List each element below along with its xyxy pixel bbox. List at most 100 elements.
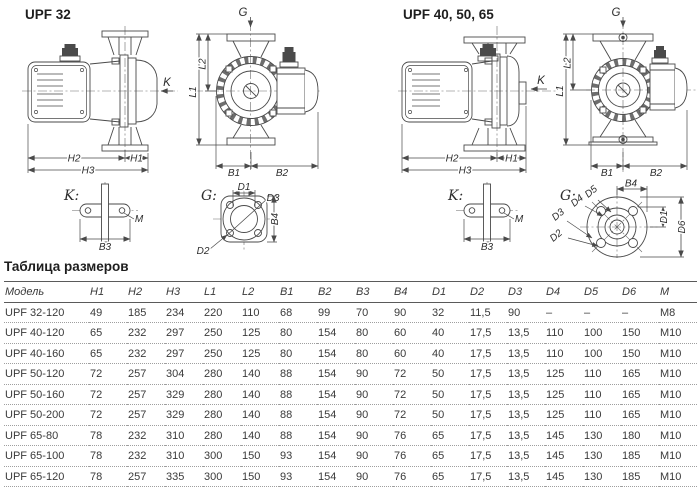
- value-cell: 88: [279, 363, 317, 385]
- value-cell: M10: [659, 404, 697, 426]
- value-cell: 13,5: [507, 404, 545, 426]
- value-cell: –: [583, 302, 621, 323]
- upf40-detail-g: G: B4 D1 D6 D5 D4: [546, 177, 690, 258]
- motor-frame: [471, 57, 493, 126]
- terminal-box: [276, 47, 319, 115]
- value-cell: 232: [127, 343, 165, 364]
- k-direction-arrow: K: [160, 76, 174, 94]
- value-cell: 90: [355, 466, 393, 487]
- value-cell: 310: [165, 425, 203, 446]
- value-cell: 13,5: [507, 445, 545, 467]
- value-cell: 13,5: [507, 322, 545, 344]
- value-cell: 50: [431, 384, 469, 405]
- value-cell: 130: [583, 466, 621, 487]
- terminal-box: [649, 46, 688, 111]
- value-cell: 125: [545, 404, 583, 426]
- value-cell: 17,5: [469, 363, 507, 385]
- upf40-front-view: G: [554, 6, 696, 181]
- value-cell: 125: [545, 384, 583, 405]
- value-cell: 110: [545, 343, 583, 364]
- top-flange: [592, 33, 654, 61]
- value-cell: 76: [393, 425, 431, 446]
- value-cell: M10: [659, 363, 697, 385]
- model-cell: UPF 50-120: [4, 363, 89, 385]
- d4-leader: [584, 205, 604, 217]
- l2-label: L2: [563, 57, 574, 69]
- value-cell: 72: [393, 363, 431, 385]
- model-cell: UPF 40-160: [4, 343, 89, 364]
- value-cell: 232: [127, 445, 165, 467]
- value-cell: 90: [507, 302, 545, 323]
- value-cell: 140: [241, 384, 279, 405]
- model-cell: UPF 65-120: [4, 466, 89, 487]
- b2-label: B2: [650, 168, 663, 179]
- column-header: D1: [431, 281, 469, 303]
- value-cell: 90: [355, 425, 393, 446]
- value-cell: 68: [279, 302, 317, 323]
- value-cell: M8: [659, 302, 697, 323]
- column-header: B1: [279, 281, 317, 303]
- value-cell: 145: [545, 425, 583, 446]
- value-cell: 220: [203, 302, 241, 323]
- b1-label: B1: [601, 168, 613, 179]
- value-cell: 65: [89, 343, 127, 364]
- motor-housing: [401, 61, 473, 123]
- value-cell: 93: [279, 445, 317, 467]
- pipe-section: [483, 183, 491, 243]
- square-flange: [220, 195, 268, 243]
- m-leader: [123, 212, 135, 220]
- value-cell: 304: [165, 363, 203, 385]
- value-cell: 300: [203, 466, 241, 487]
- model-cell: UPF 65-80: [4, 425, 89, 446]
- b4-label: B4: [270, 212, 281, 225]
- d3-label: D3: [267, 193, 280, 204]
- upf32-drawing-group: UPF 32: [22, 6, 322, 259]
- upf32-detail-k: K: M B3: [63, 182, 145, 255]
- value-cell: 17,5: [469, 445, 507, 467]
- value-cell: 88: [279, 404, 317, 426]
- value-cell: 250: [203, 343, 241, 364]
- value-cell: 100: [583, 322, 621, 344]
- value-cell: 88: [279, 425, 317, 446]
- value-cell: 90: [355, 445, 393, 467]
- value-cell: 13,5: [507, 343, 545, 364]
- value-cell: 17,5: [469, 343, 507, 364]
- vent-grille: [412, 73, 440, 107]
- value-cell: 13,5: [507, 363, 545, 385]
- round-flange: [586, 196, 648, 258]
- value-cell: 80: [279, 343, 317, 364]
- h1-label: H1: [130, 154, 143, 165]
- value-cell: 154: [317, 404, 355, 426]
- value-cell: 165: [621, 384, 659, 405]
- value-cell: 100: [583, 343, 621, 364]
- value-cell: 110: [545, 322, 583, 344]
- pipe-section: [101, 183, 109, 243]
- value-cell: M10: [659, 384, 697, 405]
- upf405065-drawing-group: UPF 40, 50, 65: [398, 6, 696, 258]
- b1-label: B1: [228, 168, 240, 179]
- value-cell: 140: [241, 425, 279, 446]
- detail-g-title: G:: [560, 188, 576, 204]
- value-cell: 78: [89, 466, 127, 487]
- value-cell: 110: [583, 384, 621, 405]
- value-cell: M10: [659, 466, 697, 487]
- value-cell: 185: [621, 445, 659, 467]
- h1-label: H1: [505, 154, 518, 165]
- value-cell: 257: [127, 384, 165, 405]
- value-cell: 90: [393, 302, 431, 323]
- value-cell: 165: [621, 404, 659, 426]
- d1-label: D1: [238, 182, 251, 193]
- front-dimensions: L1 L2 B1 B2: [554, 33, 688, 181]
- value-cell: 13,5: [507, 425, 545, 446]
- value-cell: 76: [393, 466, 431, 487]
- d2-leader: [567, 237, 599, 247]
- value-cell: 11,5: [469, 302, 507, 323]
- upf32-detail-g: G: D3 D1 B4 D2: [195, 181, 282, 259]
- value-cell: 110: [583, 404, 621, 426]
- value-cell: 72: [89, 384, 127, 405]
- value-cell: 80: [355, 343, 393, 364]
